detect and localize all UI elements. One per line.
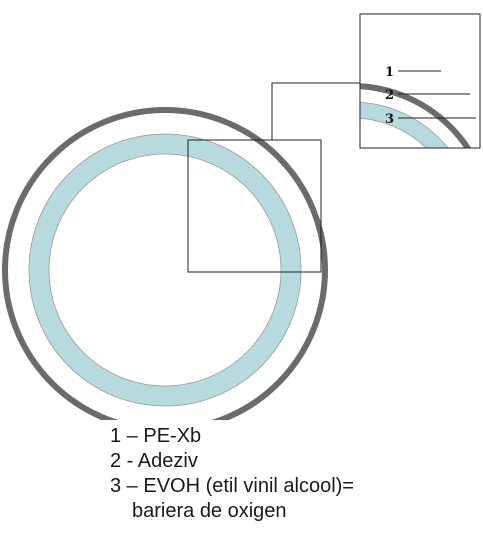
zoom-frame — [359, 13, 481, 149]
legend-item-3: 3 – EVOH (etil vinil alcool)= — [110, 475, 354, 497]
pipe-cross-section — [2, 107, 328, 420]
legend: 1 – PE-Xb 2 - Adeziv 3 – EVOH (etil vini… — [110, 424, 354, 524]
zoomed-detail — [359, 13, 481, 149]
legend-item-3-continuation: bariera de oxigen — [132, 500, 287, 522]
callout-label-1: 1 — [385, 65, 394, 80]
detail-selection-box — [187, 139, 322, 273]
legend-item-1: 1 – PE-Xb — [110, 425, 202, 447]
pipe-wall-outer-edge — [28, 133, 302, 407]
pipe-cross-section-diagram: 1 2 3 — [2, 13, 481, 420]
pipe-wall-inner-edge — [48, 153, 282, 387]
outer-ring — [2, 107, 328, 420]
callouts: 1 2 3 — [385, 65, 476, 127]
callout-label-3: 3 — [385, 112, 394, 127]
callout-label-2: 2 — [385, 88, 394, 103]
connector-line — [271, 82, 360, 140]
pipe-wall — [29, 134, 301, 406]
legend-item-2: 2 - Adeziv — [110, 450, 198, 472]
